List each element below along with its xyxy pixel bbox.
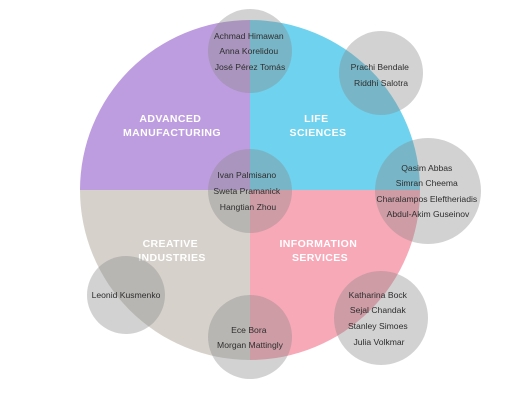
people-circle-bottom: [208, 295, 292, 379]
person-name: Abdul-Akim Guseinov: [387, 209, 470, 219]
person-name: Achmad Himawan: [214, 31, 284, 41]
person-name: Morgan Mattingly: [217, 340, 284, 350]
people-circle-left: [87, 256, 165, 334]
group-names-center: Ivan Palmisano Sweta Pramanick Hangtian …: [213, 170, 282, 212]
quadrant-label-line: SCIENCES: [290, 127, 347, 139]
people-circle-top-right: [339, 31, 423, 115]
quadrant-label-advanced-manufacturing: ADVANCED MANUFACTURING: [123, 113, 221, 139]
quadrant-label-creative-industries: CREATIVE INDUSTRIES: [138, 238, 206, 264]
quadrant-label-line: INDUSTRIES: [138, 252, 206, 264]
person-name: Sejal Chandak: [350, 305, 407, 315]
person-name: José Pérez Tomás: [215, 62, 286, 72]
quadrant-label-line: LIFE: [304, 113, 328, 125]
person-name: Leonid Kusmenko: [92, 290, 161, 300]
group-names-top-right: Prachi Bendale Riddhi Salotra: [351, 62, 412, 88]
quadrant-label-line: SERVICES: [292, 252, 348, 264]
people-circles: [87, 9, 481, 379]
people-circle-right: [375, 138, 481, 244]
person-name: Prachi Bendale: [351, 62, 410, 72]
person-name: Qasim Abbas: [401, 163, 452, 173]
person-name: Julia Volkmar: [353, 337, 404, 347]
person-name: Sweta Pramanick: [213, 186, 281, 196]
quadrant-life-sciences: [250, 20, 420, 190]
person-name: Stanley Simoes: [348, 321, 408, 331]
quadrant-label-life-sciences: LIFE SCIENCES: [290, 113, 347, 139]
person-name: Ece Bora: [231, 325, 267, 335]
person-name: Anna Korelidou: [219, 46, 278, 56]
group-names-right: Qasim Abbas Simran Cheema Charalampos El…: [376, 163, 479, 219]
quadrant-label-line: INFORMATION: [279, 238, 357, 250]
person-name: Hangtian Zhou: [220, 202, 277, 212]
quadrant-label-line: MANUFACTURING: [123, 127, 221, 139]
quadrant-creative-industries: [80, 190, 250, 360]
quadrant-label-line: CREATIVE: [143, 238, 199, 250]
quadrant-advanced-manufacturing: [80, 20, 250, 190]
person-name: Riddhi Salotra: [354, 78, 408, 88]
group-names-left: Leonid Kusmenko: [92, 290, 161, 300]
group-names-top: Achmad Himawan Anna Korelidou José Pérez…: [214, 31, 286, 72]
quadrant-label-information-services: INFORMATION SERVICES: [279, 238, 360, 264]
people-circle-top: [208, 9, 292, 93]
person-name: Charalampos Eleftheriadis: [376, 194, 477, 204]
quadrant-information-services: [250, 190, 420, 360]
group-names-bottom-right: Katharina Bock Sejal Chandak Stanley Sim…: [348, 290, 410, 347]
quadrant-label-line: ADVANCED: [139, 113, 201, 125]
people-circle-center: [208, 149, 292, 233]
group-names-bottom: Ece Bora Morgan Mattingly: [217, 325, 284, 350]
person-name: Simran Cheema: [396, 178, 458, 188]
people-circle-bottom-right: [334, 271, 428, 365]
person-name: Ivan Palmisano: [217, 170, 276, 180]
person-name: Katharina Bock: [349, 290, 408, 300]
